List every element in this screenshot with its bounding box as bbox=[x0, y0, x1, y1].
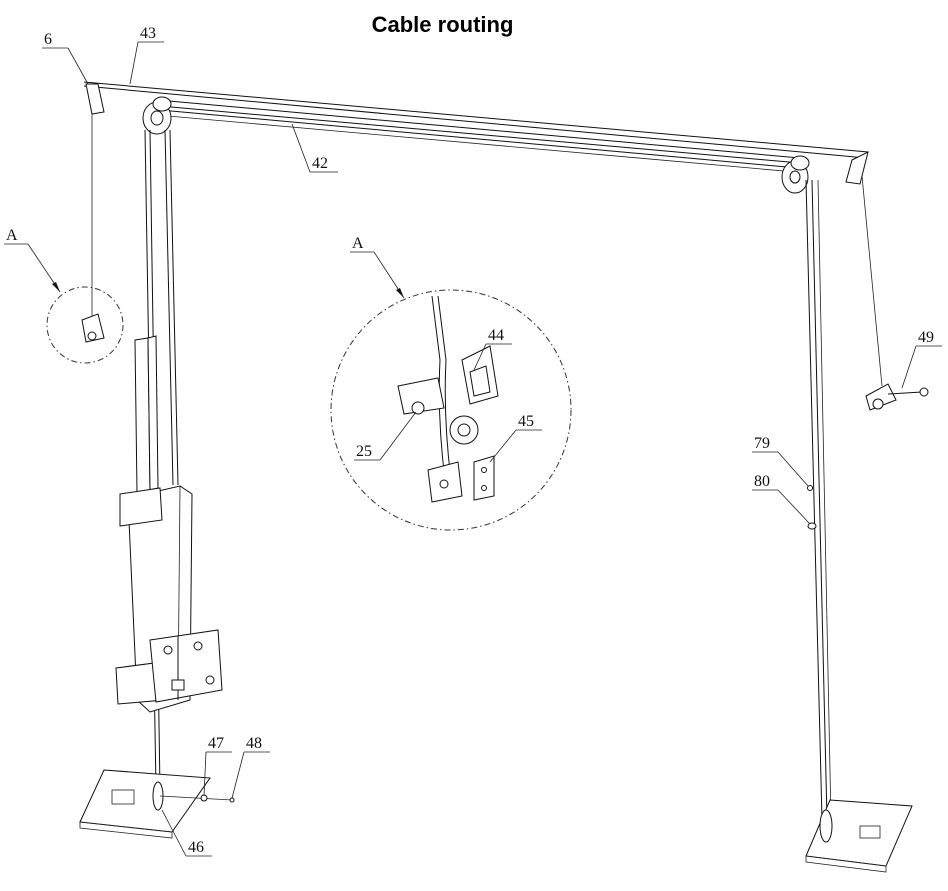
detail-circle-large bbox=[330, 289, 572, 531]
right-base-plate bbox=[805, 799, 913, 873]
callout-46: 46 bbox=[188, 839, 204, 856]
callout-42: 42 bbox=[312, 155, 328, 172]
callout-25: 25 bbox=[356, 443, 372, 460]
pulley-right bbox=[781, 155, 810, 194]
callout-a-detail: A bbox=[352, 235, 364, 252]
callout-48: 48 bbox=[246, 735, 262, 752]
callout-44: 44 bbox=[488, 327, 504, 344]
detail-circle-small bbox=[46, 286, 124, 364]
callout-6: 6 bbox=[44, 31, 52, 48]
callout-79: 79 bbox=[754, 435, 770, 452]
right-cable-run bbox=[805, 179, 832, 821]
callout-49: 49 bbox=[918, 329, 934, 346]
callout-43: 43 bbox=[140, 25, 156, 42]
top-beam bbox=[83, 81, 869, 173]
callout-a-left: A bbox=[6, 227, 18, 244]
left-mast bbox=[115, 335, 223, 713]
callout-45: 45 bbox=[518, 413, 534, 430]
handle-49 bbox=[865, 383, 929, 411]
right-bracket bbox=[845, 151, 869, 185]
leader-lines bbox=[4, 41, 942, 857]
callout-labels: 6 43 42 A A 44 25 45 49 79 80 47 48 46 bbox=[6, 25, 934, 856]
pulley-left bbox=[142, 96, 172, 135]
left-bracket bbox=[85, 83, 105, 115]
callout-47: 47 bbox=[208, 735, 224, 752]
left-base-plate bbox=[79, 769, 211, 839]
callout-80: 80 bbox=[754, 473, 770, 490]
diagram-title: Cable routing bbox=[371, 12, 514, 37]
cable-right-hang bbox=[861, 175, 883, 387]
